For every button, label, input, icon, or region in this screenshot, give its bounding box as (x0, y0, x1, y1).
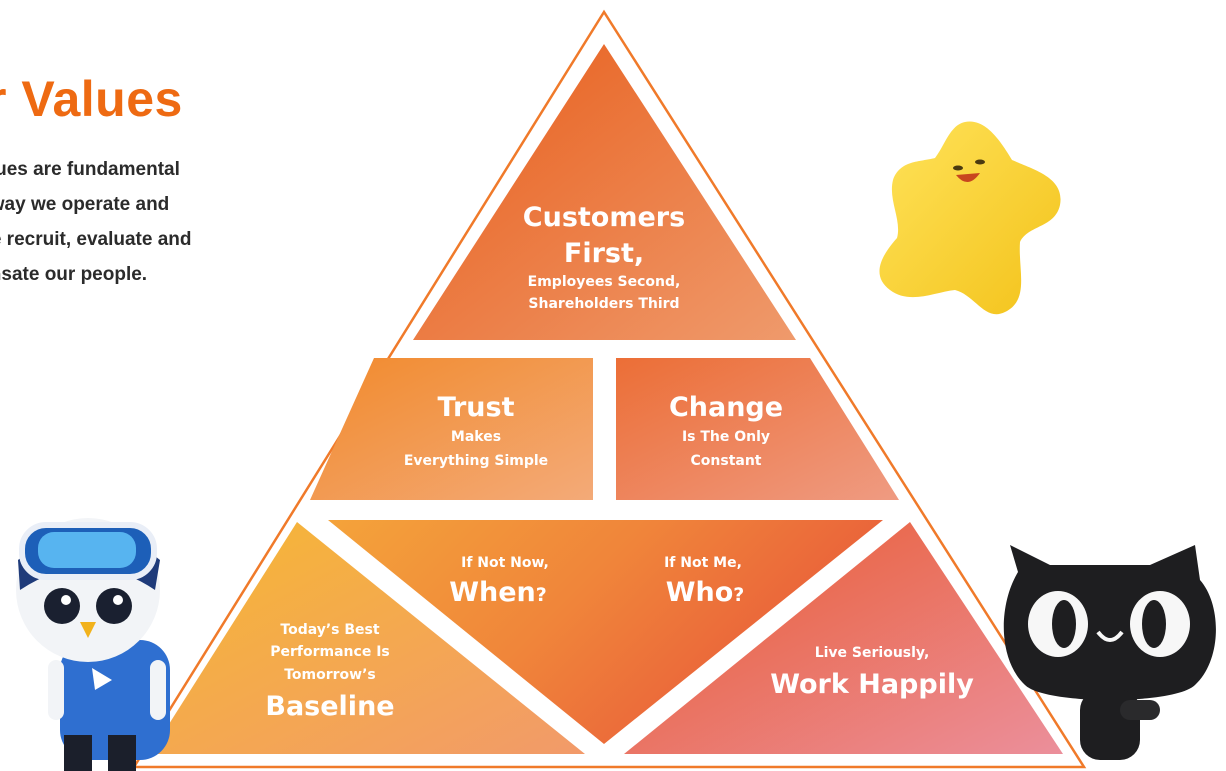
black-cat-mascot-icon (1003, 545, 1216, 760)
description-line: r values are fundamental (0, 159, 180, 180)
yellow-star-mascot-icon (879, 121, 1061, 315)
when-question-mark: ? (536, 584, 547, 606)
intro-block: ur Values r values are fundamental the w… (0, 70, 336, 292)
description-line: the way we operate and (0, 194, 170, 215)
when-text: When? (449, 577, 547, 608)
who-question-mark: ? (733, 584, 744, 606)
baseline-sub-line: Tomorrow’s (284, 667, 376, 683)
values-description: r values are fundamental the way we oper… (0, 152, 336, 292)
who-text: Who? (666, 577, 745, 608)
trust-sub-line: Makes (451, 429, 501, 445)
segment-baseline (150, 522, 585, 754)
work-happily-title: Work Happily (770, 669, 974, 700)
description-line: w we recruit, evaluate and (0, 229, 192, 250)
segment-trust (310, 358, 593, 500)
segment-customers-first (413, 44, 796, 340)
if-not-now-text: If Not Now, (461, 555, 549, 571)
who-word: Who (666, 577, 734, 608)
trust-title: Trust (438, 392, 515, 423)
page-title: ur Values (0, 71, 183, 127)
trust-sub-line: Everything Simple (404, 453, 548, 469)
live-seriously-text: Live Seriously, (815, 645, 930, 661)
baseline-sub-line: Today’s Best (280, 622, 379, 638)
segment-change (616, 358, 899, 500)
first-title: First, (564, 238, 644, 269)
baseline-title: Baseline (265, 691, 394, 722)
customers-title: Customers (523, 202, 685, 233)
change-sub-line: Constant (691, 453, 762, 469)
segment-work-happily (624, 522, 1063, 754)
description-line: npensate our people. (0, 264, 148, 285)
customers-sub-line: Shareholders Third (528, 296, 679, 312)
change-sub-line: Is The Only (682, 429, 770, 445)
segment-center (328, 520, 883, 744)
change-title: Change (669, 392, 783, 423)
customers-sub-line: Employees Second, (528, 274, 681, 290)
if-not-me-text: If Not Me, (664, 555, 742, 571)
when-word: When (449, 577, 536, 608)
baseline-sub-line: Performance Is (270, 644, 390, 660)
penguin-goggles-mascot-icon (16, 518, 170, 771)
